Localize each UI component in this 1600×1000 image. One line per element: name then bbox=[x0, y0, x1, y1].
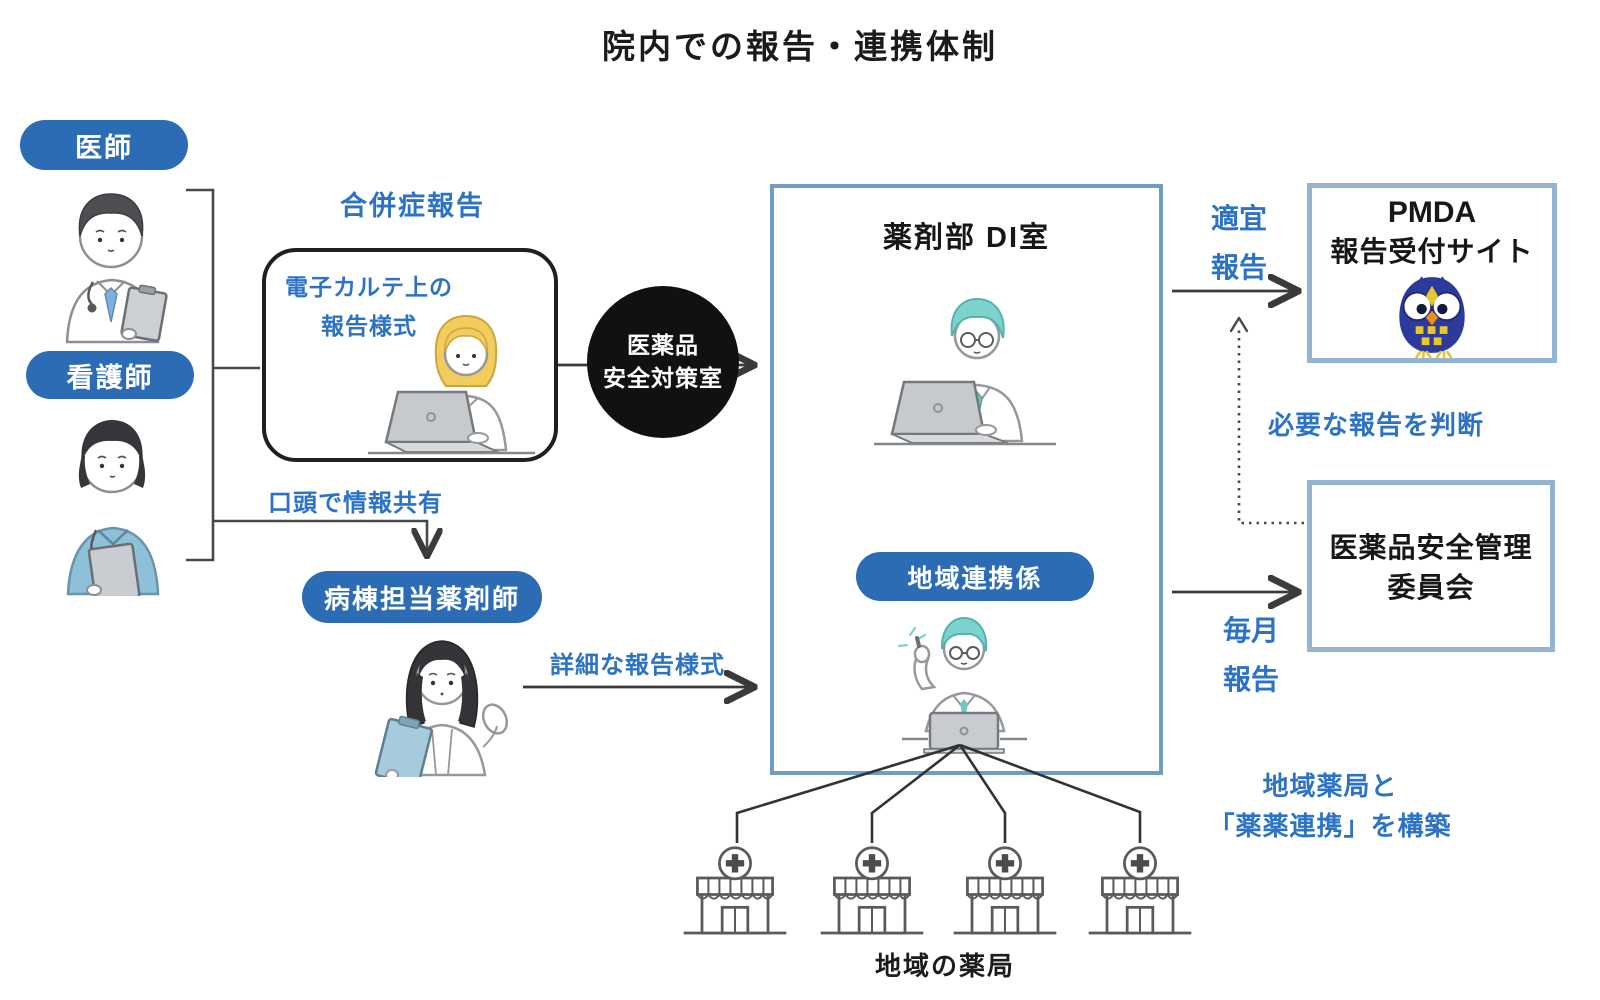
pharmacy-store-icon bbox=[1088, 846, 1192, 935]
monthly-report-label: 毎月 報告 bbox=[1208, 606, 1294, 704]
safety-committee-box: 医薬品安全管理 委員会 bbox=[1307, 480, 1555, 652]
dotted-arrowhead-up bbox=[1229, 316, 1249, 333]
monthly-line1: 毎月 bbox=[1222, 615, 1279, 646]
as-needed-line2: 報告 bbox=[1210, 252, 1267, 283]
pharmacy-collab-label: 地域薬局と 「薬薬連携」を構築 bbox=[1180, 766, 1480, 847]
pharmacy-store-icon bbox=[953, 846, 1057, 935]
monthly-line2: 報告 bbox=[1222, 664, 1279, 695]
pharmacy-store-icon bbox=[820, 846, 924, 935]
regional-coordinator-badge: 地域連携係 bbox=[856, 552, 1094, 601]
di-room-box: 薬剤部 DI室 地域連携係 bbox=[770, 184, 1163, 775]
ehr-report-text: 電子カルテ上の 報告様式 bbox=[276, 268, 462, 346]
ehr-report-box: 電子カルテ上の 報告様式 bbox=[262, 248, 558, 462]
nurse-badge: 看護師 bbox=[26, 351, 194, 399]
regional-coordinator-illustration bbox=[897, 616, 1027, 754]
pmda-owl-icon bbox=[1399, 276, 1465, 358]
as-needed-report-label: 適宜 報告 bbox=[1196, 194, 1282, 292]
pharmacy-collab-line1: 地域薬局と bbox=[1262, 771, 1398, 801]
complication-report-label: 合併症報告 bbox=[340, 191, 485, 221]
committee-line1: 医薬品安全管理 bbox=[1329, 532, 1533, 563]
di-room-title: 薬剤部 DI室 bbox=[882, 222, 1051, 254]
doctor-illustration bbox=[65, 193, 168, 344]
ehr-report-line1: 電子カルテ上の bbox=[285, 274, 453, 300]
verbal-share-label: 口頭で情報共有 bbox=[268, 490, 443, 517]
pharmacies-caption: 地域の薬局 bbox=[874, 951, 1015, 981]
committee-line2: 委員会 bbox=[1387, 572, 1475, 603]
pharmacy-store-icon bbox=[683, 846, 787, 935]
pmda-title-line2: 報告受付サイト bbox=[1330, 236, 1534, 267]
safety-office-line1: 医薬品 bbox=[627, 331, 699, 358]
as-needed-line1: 適宜 bbox=[1210, 203, 1267, 234]
ehr-report-line2: 報告様式 bbox=[321, 313, 417, 340]
detailed-format-label: 詳細な報告様式 bbox=[550, 652, 725, 679]
doctor-badge: 医師 bbox=[20, 120, 188, 170]
pharmacy-collab-line2: 「薬薬連携」を構築 bbox=[1208, 811, 1452, 842]
safety-office-circle: 医薬品 安全対策室 bbox=[587, 286, 739, 438]
di-pharmacist-illustration bbox=[874, 297, 1056, 446]
verbal-share-arrow bbox=[213, 519, 427, 554]
nurse-illustration bbox=[66, 420, 160, 596]
safety-office-line2: 安全対策室 bbox=[603, 365, 723, 391]
ward-pharmacist-badge: 病棟担当薬剤師 bbox=[302, 571, 542, 623]
ward-pharmacist-illustration bbox=[374, 640, 509, 777]
judge-report-label: 必要な報告を判断 bbox=[1267, 410, 1484, 440]
pmda-title-line1: PMDA bbox=[1387, 196, 1477, 229]
pmda-box: PMDA 報告受付サイト bbox=[1307, 183, 1557, 363]
reporter-typing-illustration bbox=[368, 314, 535, 455]
page-title: 院内での報告・連携体制 bbox=[602, 28, 998, 65]
